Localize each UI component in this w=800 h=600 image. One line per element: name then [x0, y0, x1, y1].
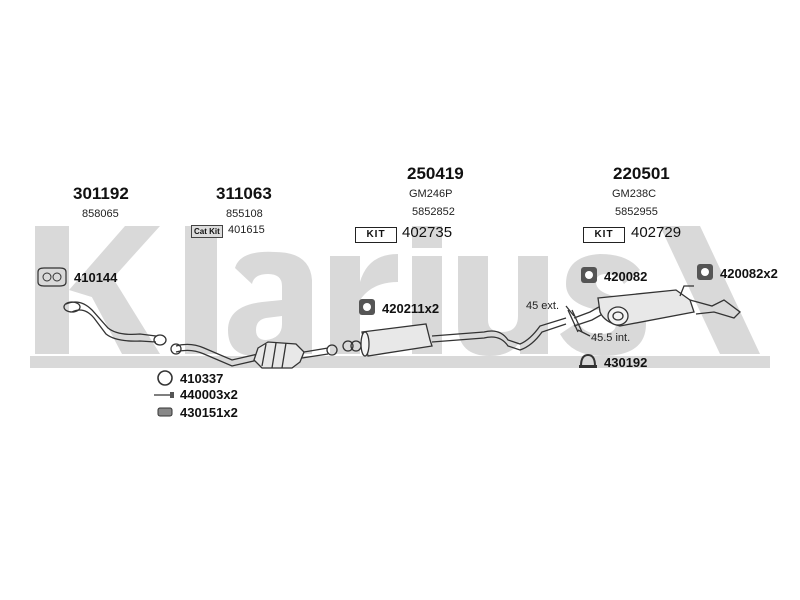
- cat-inlet-pipe: [175, 343, 259, 361]
- nut-icon: [157, 407, 173, 417]
- gasket-icon: [37, 267, 67, 287]
- part-ref-301192: 858065: [82, 208, 119, 220]
- part-model-250419: GM246P: [409, 188, 453, 200]
- fitting-440003: 440003x2: [180, 387, 238, 402]
- kit-value-220501: 402729: [631, 224, 682, 241]
- cat-kit-value: 401615: [228, 224, 265, 236]
- fitting-430151: 430151x2: [180, 405, 238, 420]
- part-ref-250419: 5852852: [412, 206, 455, 218]
- part-model-220501: GM238C: [612, 188, 657, 200]
- fitting-410144: 410144: [74, 270, 118, 285]
- rubber-mount-icon: [581, 267, 597, 283]
- fitting-420211: 420211x2: [382, 301, 440, 316]
- fitting-430192: 430192: [604, 355, 648, 370]
- catalytic-converter: [253, 341, 305, 369]
- middle-silencer: [361, 323, 433, 357]
- fitting-410337: 410337: [180, 371, 224, 386]
- part-number-301192: 301192: [73, 184, 129, 203]
- note-45-5-int: 45.5 int.: [591, 332, 631, 344]
- cat-kit-badge: Cat Kit: [191, 225, 223, 238]
- fitting-420082x2: 420082x2: [720, 266, 778, 281]
- part-ref-220501: 5852955: [615, 206, 658, 218]
- kit-badge: KIT: [583, 227, 625, 243]
- kit-value-250419: 402735: [402, 224, 453, 241]
- sealing-ring-icon: [157, 370, 173, 386]
- note-45-ext: 45 ext.: [526, 300, 560, 312]
- clamp-icon: [579, 353, 597, 368]
- part-number-220501: 220501: [613, 164, 670, 183]
- part-number-250419: 250419: [407, 164, 464, 183]
- rubber-mount-icon: [697, 264, 713, 280]
- part-number-311063: 311063: [216, 184, 272, 203]
- rubber-mount-icon: [359, 299, 375, 315]
- bolt-icon: [154, 392, 174, 398]
- part-ref-311063: 855108: [226, 208, 263, 220]
- front-pipe-flange: [63, 301, 81, 313]
- kit-badge: KIT: [355, 227, 397, 243]
- fitting-420082: 420082: [604, 269, 648, 284]
